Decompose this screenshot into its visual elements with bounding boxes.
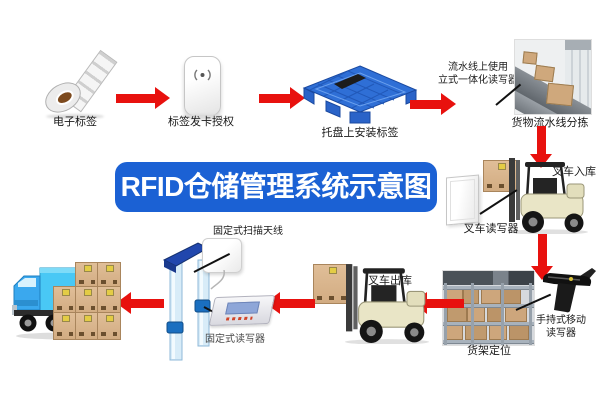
label-fixed-reader: 固定式读写器	[205, 334, 265, 345]
conveyor-line-photo	[515, 40, 591, 114]
antenna-cable	[210, 270, 225, 290]
carton-on-forklift	[313, 264, 351, 304]
shelf-photo	[443, 271, 534, 345]
shelf-beam	[443, 322, 534, 325]
handheld-reader-icon	[542, 268, 596, 313]
flow-arrow-right-2	[259, 87, 305, 109]
rfid-label-roll-icon	[38, 42, 118, 119]
portal-gate-icon	[162, 242, 211, 361]
label-forklift-reader: 叉车读写器	[463, 223, 519, 235]
shelf-post	[529, 283, 532, 345]
handheld-line-2: 读写器	[546, 328, 576, 339]
shelf-beam	[443, 340, 534, 343]
flow-arrow-left-3	[116, 292, 164, 314]
label-tag-issuing: 标签发卡授权	[168, 116, 234, 128]
carton	[75, 262, 99, 288]
carton	[53, 286, 77, 314]
label-electronic-tag: 电子标签	[53, 116, 97, 128]
carton	[445, 325, 463, 340]
label-fixed-antenna: 固定式扫描天线	[213, 226, 283, 237]
shelf-post	[444, 283, 447, 345]
handheld-line-1: 手持式移动	[536, 315, 586, 326]
diagram-title: RFID仓储管理系统示意图	[115, 162, 437, 212]
note-line-1: 流水线上使用	[448, 62, 508, 73]
note-line-reader: 流水线上使用 立式一体化读写器	[434, 61, 522, 87]
roll-core	[53, 87, 77, 108]
forklift-inbound-icon	[508, 158, 588, 234]
carton	[509, 325, 529, 340]
note-line-2: 立式一体化读写器	[438, 75, 518, 86]
label-shelf-positioning: 货架定位	[467, 345, 511, 357]
carton	[53, 312, 77, 340]
blue-pallet-icon	[302, 65, 418, 124]
label-conveyor-sorting: 货物流水线分拣	[511, 117, 589, 129]
carton	[97, 312, 121, 340]
flow-arrow-right-1	[116, 87, 170, 109]
shelf-post	[471, 283, 474, 345]
label-handheld-reader: 手持式移动 读写器	[530, 314, 592, 340]
photo-background-band	[443, 271, 534, 285]
carton	[447, 307, 467, 322]
shadow	[46, 114, 104, 119]
carton	[545, 82, 575, 107]
shelf-beam	[443, 304, 534, 307]
carton	[97, 262, 121, 288]
carton	[481, 289, 501, 304]
carton	[534, 64, 555, 83]
carton	[465, 325, 487, 340]
carton	[97, 286, 121, 314]
issuer-device-icon	[184, 56, 221, 116]
forklift-reader-panel-icon	[446, 174, 479, 226]
carton	[503, 289, 521, 304]
speaker-icon	[194, 69, 211, 81]
carton	[75, 286, 99, 314]
carton	[522, 51, 538, 65]
flow-arrow-right-3	[410, 93, 456, 115]
reader-leds	[225, 316, 253, 321]
label-pallet-tag: 托盘上安装标签	[321, 127, 399, 139]
carton	[489, 325, 507, 340]
shadow	[182, 114, 222, 118]
shelf-post	[501, 283, 504, 345]
flat-antenna-icon	[202, 238, 242, 273]
shelf-beam	[443, 286, 534, 289]
reader-screen	[225, 301, 260, 315]
carton	[75, 312, 99, 340]
photo-window-band	[565, 40, 591, 50]
fixed-reader-device-icon	[208, 294, 276, 327]
carton	[467, 307, 485, 322]
forklift-outbound-icon	[344, 264, 430, 344]
